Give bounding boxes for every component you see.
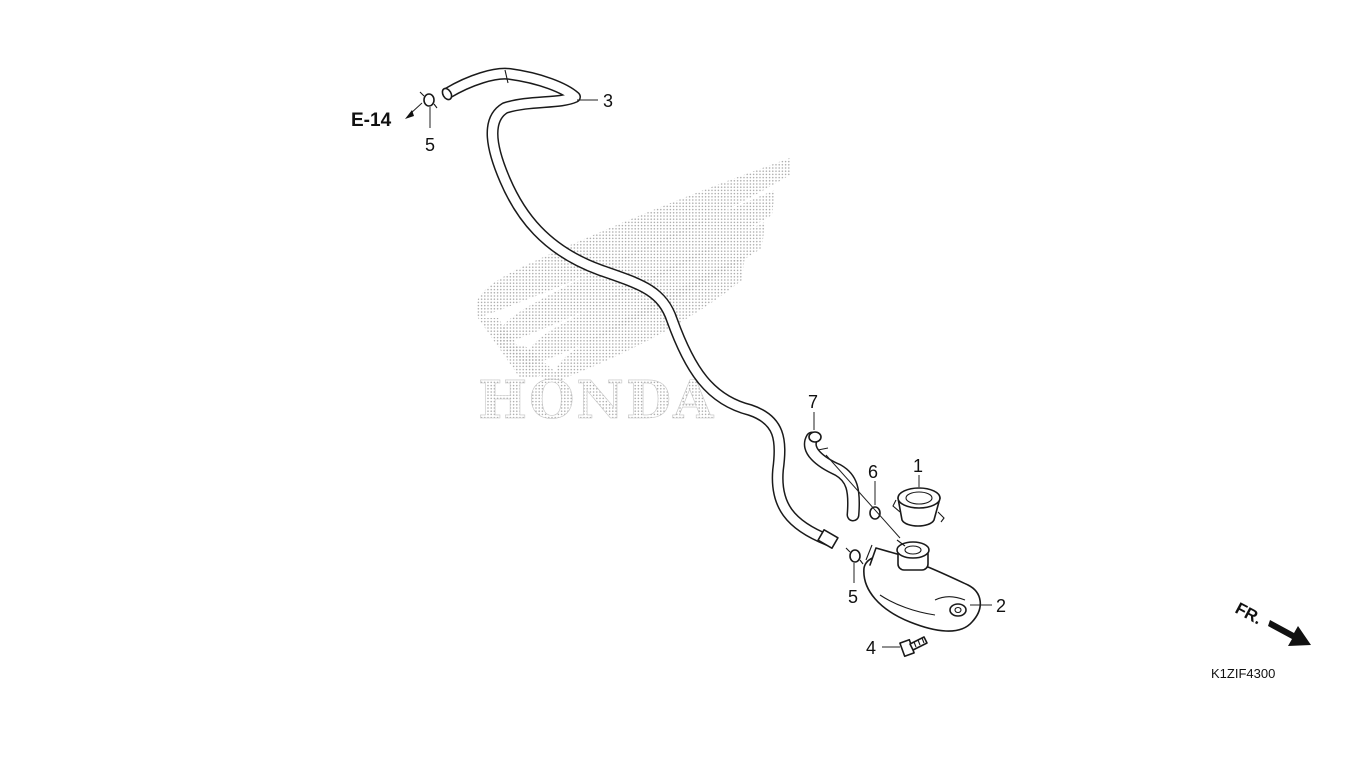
honda-watermark-text: HONDA (478, 370, 715, 431)
breather-hose (803, 431, 861, 522)
hose-clip-lower (845, 547, 864, 565)
hose-clip-small (869, 506, 881, 520)
leader-lines (429, 99, 992, 648)
callout-part-3[interactable]: 3 (603, 91, 613, 111)
front-direction-label: FR. (1232, 599, 1265, 629)
flange-bolt (899, 636, 928, 658)
overflow-hose (441, 67, 839, 549)
reservoir-cap (892, 487, 945, 527)
front-direction-indicator: FR. (1232, 599, 1311, 646)
front-arrow-icon (1268, 620, 1311, 646)
callout-part-2[interactable]: 2 (996, 596, 1006, 616)
diagram-code: K1ZIF4300 (1211, 666, 1275, 681)
honda-wing-watermark (476, 158, 790, 380)
callout-part-5-upper[interactable]: 5 (425, 135, 435, 155)
hose-clip-upper (419, 91, 438, 109)
callout-part-4[interactable]: 4 (866, 638, 876, 658)
reference-arrow (405, 102, 423, 119)
reference-label-e14[interactable]: E-14 (351, 110, 392, 131)
callout-part-6[interactable]: 6 (868, 462, 878, 482)
callout-part-7[interactable]: 7 (808, 392, 818, 412)
reserve-tank (863, 539, 981, 632)
callout-part-5-lower[interactable]: 5 (848, 587, 858, 607)
callout-part-1[interactable]: 1 (913, 456, 923, 476)
